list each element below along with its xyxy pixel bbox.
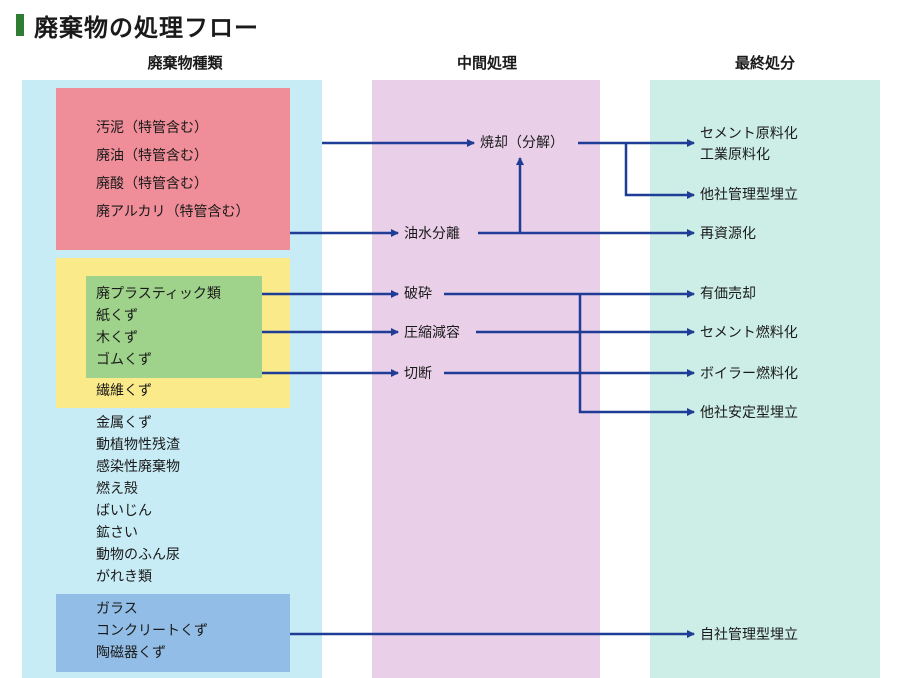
waste-wood: 木くず: [96, 330, 138, 346]
waste-oil: 廃油（特管含む）: [96, 148, 208, 164]
process-compression: 圧縮減容: [404, 325, 460, 341]
process-incineration: 焼却（分解）: [480, 135, 564, 151]
waste-rubble: がれき類: [96, 569, 152, 585]
waste-rubber: ゴムくず: [96, 352, 152, 368]
column-header-final: 最終処分: [734, 54, 795, 72]
final-own-landfill: 自社管理型埋立: [700, 627, 798, 643]
final-boiler-fuel: ボイラー燃料化: [700, 366, 798, 382]
arrow-trunk-to-stable-landfill: [578, 294, 695, 416]
waste-cinder: 燃え殻: [96, 481, 138, 497]
waste-plant-residue: 動植物性残渣: [96, 437, 180, 453]
waste-slag: 鉱さい: [96, 525, 138, 541]
waste-glass: ガラス: [96, 601, 138, 617]
waste-sludge: 汚泥（特管含む）: [96, 120, 208, 136]
middle-column: [372, 80, 600, 678]
final-managed-landfill: 他社管理型埋立: [700, 187, 798, 203]
waste-acid: 廃酸（特管含む）: [96, 176, 208, 192]
waste-alkali: 廃アルカリ（特管含む）: [96, 204, 250, 220]
glass-waste-box: [56, 594, 290, 672]
waste-paper: 紙くず: [96, 308, 138, 324]
final-cement-fuel: セメント燃料化: [700, 325, 798, 341]
column-header-waste: 廃棄物種類: [147, 54, 223, 72]
waste-ceramic: 陶磁器くず: [96, 645, 166, 661]
waste-infectious: 感染性廃棄物: [96, 459, 180, 475]
waste-textile: 繊維くず: [96, 383, 152, 399]
plastic-group-box: [86, 276, 262, 378]
title-marker: [16, 14, 24, 36]
column-header-middle: 中間処理: [456, 54, 517, 72]
process-oil-water-separation: 油水分離: [404, 226, 460, 242]
final-column: [650, 80, 880, 678]
final-industrial-raw-material: 工業原料化: [700, 147, 770, 163]
final-cement-raw-material: セメント原料化: [700, 126, 798, 142]
process-cutting: 切断: [404, 366, 432, 382]
liquid-waste-box: [56, 88, 290, 250]
waste-concrete: コンクリートくず: [96, 623, 208, 639]
page-title: 廃棄物の処理フロー: [34, 14, 259, 42]
final-stable-landfill: 他社安定型埋立: [700, 405, 798, 421]
waste-dust: ばいじん: [96, 503, 152, 519]
waste-plastic: 廃プラスティック類: [96, 286, 221, 302]
waste-metal: 金属くず: [96, 415, 152, 431]
final-sale: 有価売却: [700, 286, 756, 302]
waste-manure: 動物のふん尿: [96, 547, 180, 563]
final-recycling: 再資源化: [700, 226, 756, 242]
process-crushing: 破砕: [404, 286, 432, 302]
arrow-incineration-to-managed-landfill: [624, 143, 695, 199]
